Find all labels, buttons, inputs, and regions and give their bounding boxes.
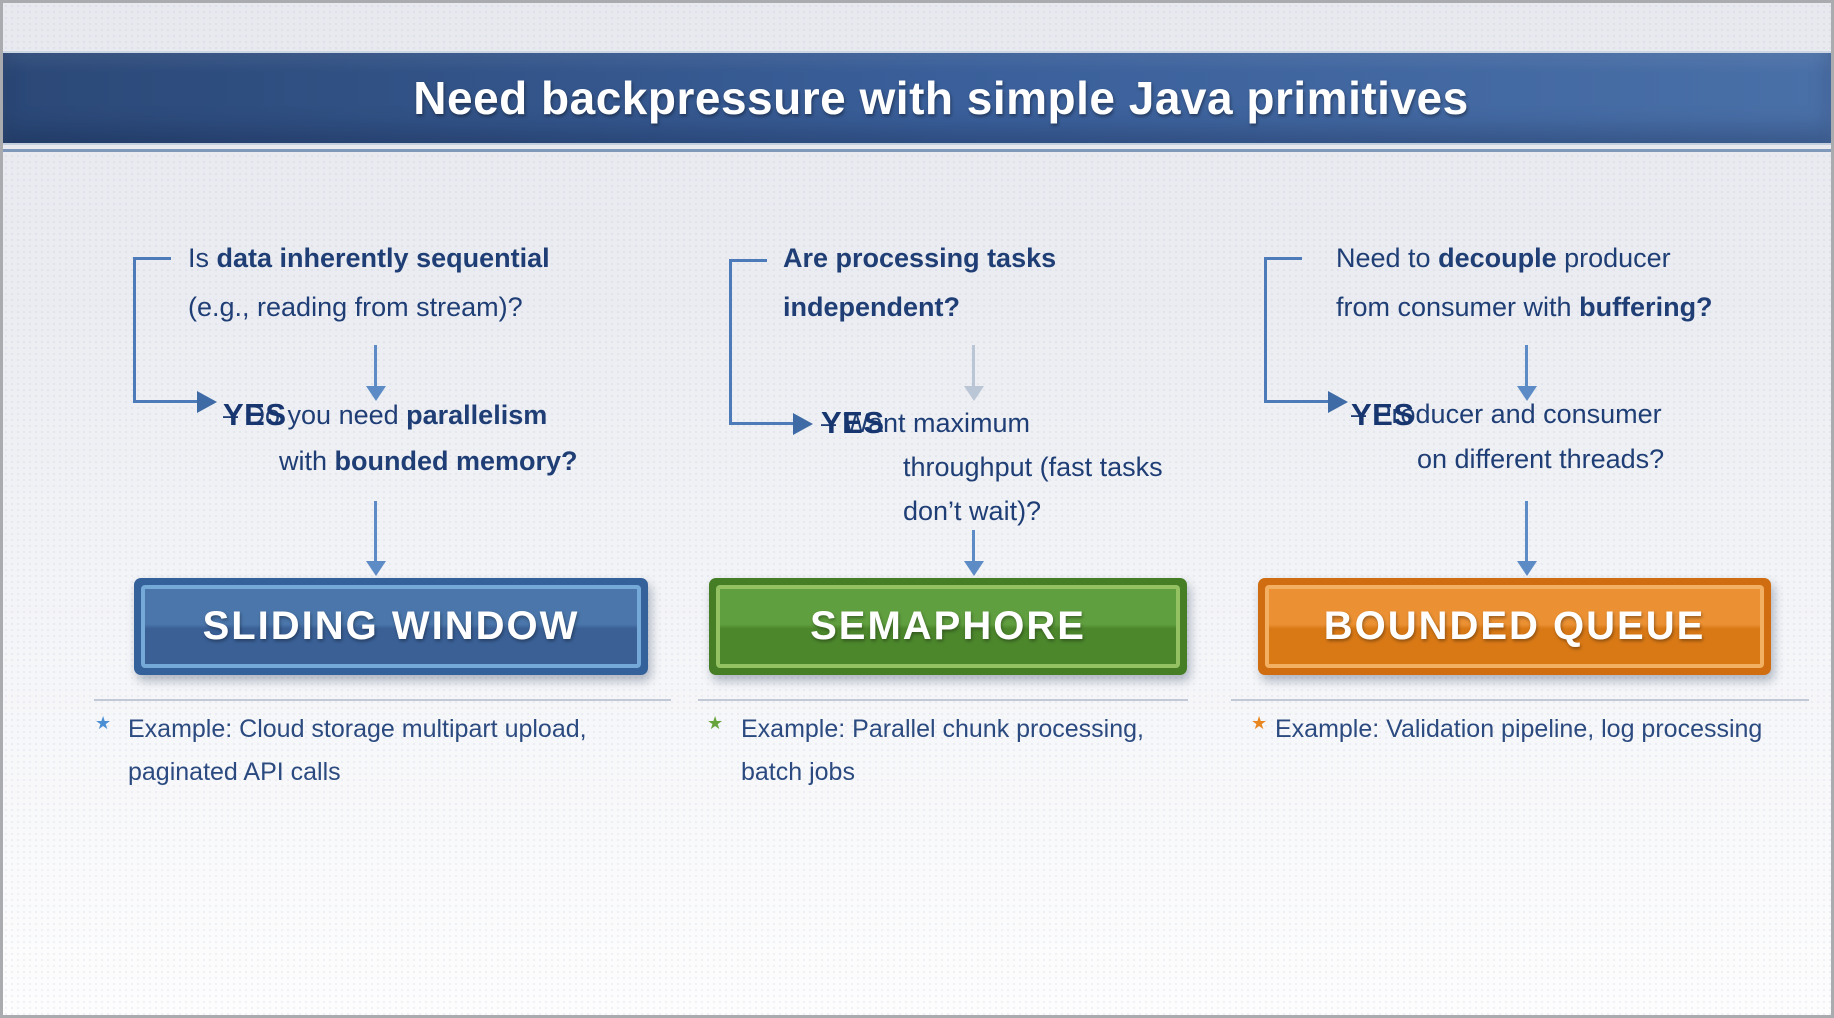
down-arrow-icon (972, 345, 975, 386)
down-arrow-icon (374, 501, 377, 561)
down-arrow-icon (374, 345, 377, 386)
right-arrowhead-icon (1328, 391, 1348, 413)
page-title: Need backpressure with simple Java primi… (413, 72, 1469, 124)
down-arrow-icon (972, 530, 975, 561)
star-bullet-icon: ★ (95, 713, 112, 733)
down-arrow-icon (1525, 345, 1528, 386)
right-arrowhead-icon (793, 413, 813, 435)
result-box-sliding-window: SLIDING WINDOW (134, 578, 648, 675)
yes-branch-connector (133, 257, 171, 260)
example-divider (1231, 699, 1809, 701)
yes-branch-connector (729, 259, 732, 425)
result-box-semaphore: SEMAPHORE (709, 578, 1187, 675)
yes-branch-connector (1264, 257, 1302, 260)
yes-branch-connector (133, 257, 136, 403)
yes-branch-connector (729, 422, 795, 425)
yes-answer-text: YES – Producer and consumer on different… (1351, 397, 1665, 474)
result-label: BOUNDED QUEUE (1323, 604, 1706, 648)
yes-branch-connector (1264, 400, 1330, 403)
star-bullet-icon: ★ (1251, 713, 1268, 733)
result-box-bounded-queue: BOUNDED QUEUE (1258, 578, 1771, 675)
result-label: SEMAPHORE (810, 604, 1086, 648)
title-banner: Need backpressure with simple Java primi… (3, 51, 1831, 145)
question-text: Is data inherently sequential (e.g., rea… (188, 243, 550, 322)
banner-underline (3, 149, 1831, 152)
star-bullet-icon: ★ (707, 713, 724, 733)
yes-branch-connector (729, 259, 767, 262)
result-label: SLIDING WINDOW (202, 604, 580, 648)
yes-branch-connector (133, 400, 199, 403)
question-text: Need to decouple producer from consumer … (1336, 243, 1713, 322)
example-text: Example: Validation pipeline, log proces… (1275, 715, 1763, 743)
right-arrowhead-icon (197, 391, 217, 413)
question-text: Are processing tasks independent? (783, 243, 1057, 322)
yes-answer-text: YES – Want maximum throughput (fast task… (821, 405, 1163, 526)
example-divider (698, 699, 1188, 701)
yes-branch-connector (1264, 257, 1267, 403)
example-text: Example: Cloud storage multipart upload,… (128, 715, 587, 786)
yes-answer-text: YES – Do you need parallelism with bound… (223, 397, 578, 476)
example-divider (94, 699, 671, 701)
example-text: Example: Parallel chunk processing, batc… (741, 715, 1144, 786)
down-arrow-icon (1525, 501, 1528, 561)
